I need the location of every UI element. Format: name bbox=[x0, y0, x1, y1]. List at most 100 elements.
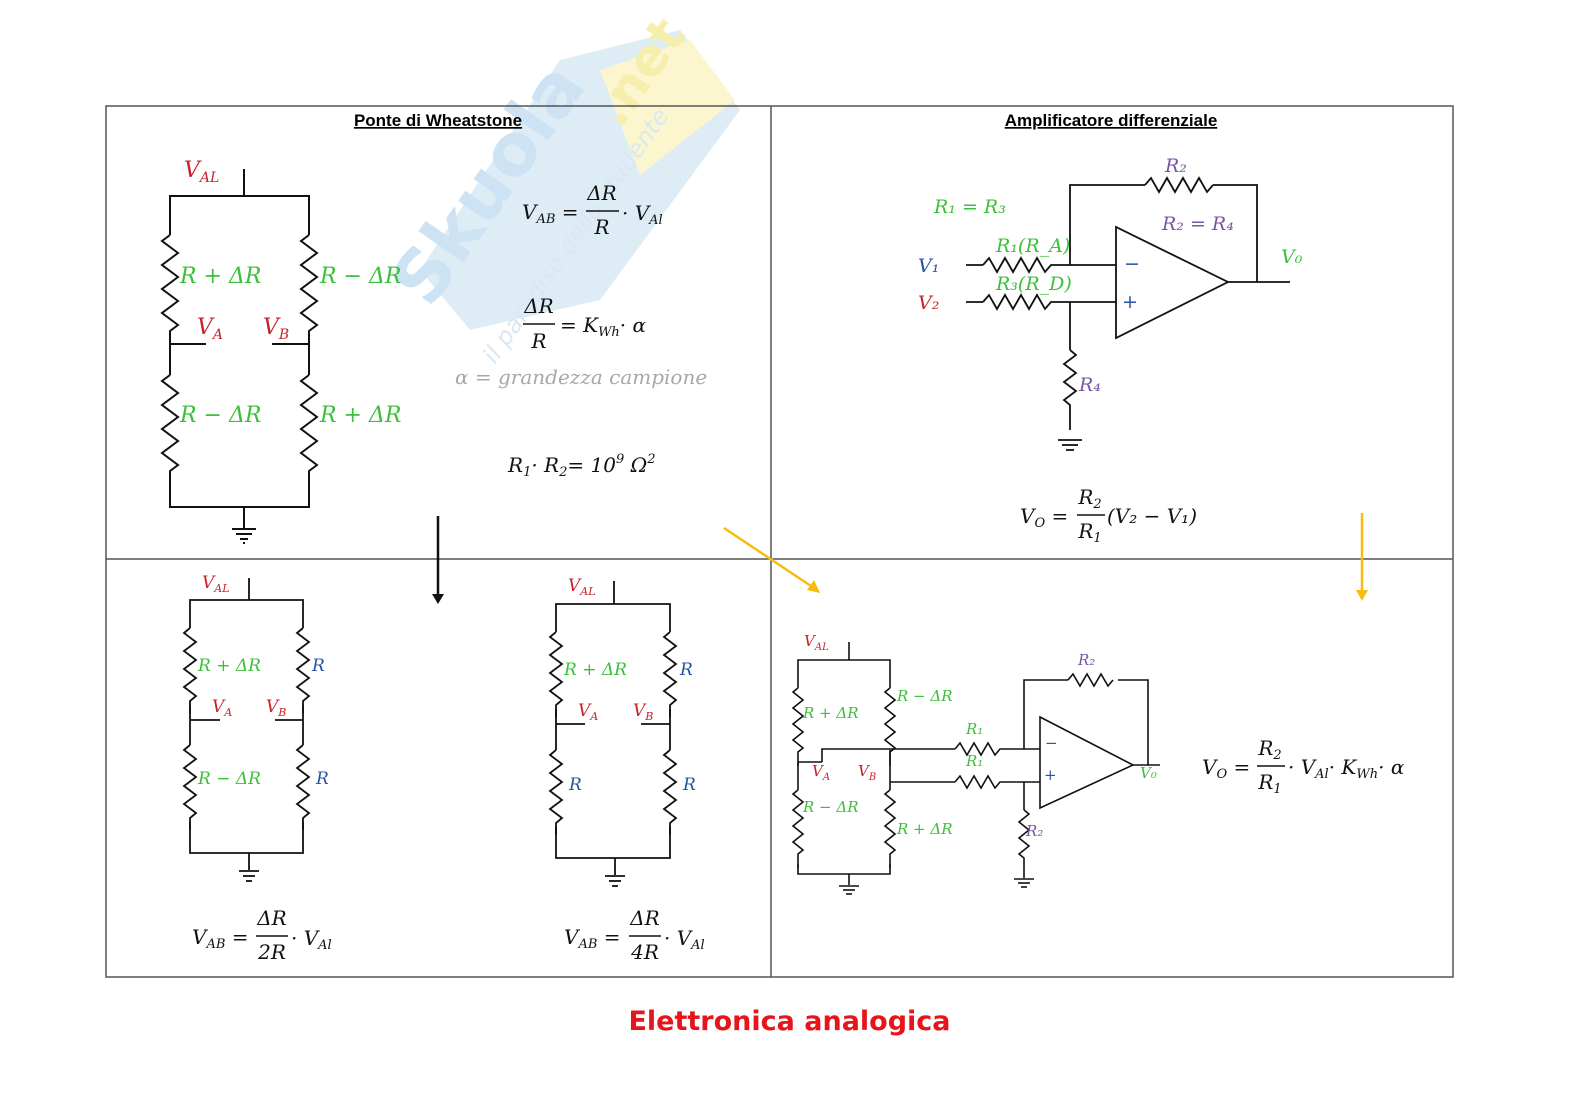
svg-text:= KWh· α: = KWh· α bbox=[560, 313, 647, 340]
label-v1: V₁ bbox=[918, 255, 939, 277]
resistor-br bbox=[299, 374, 319, 485]
eq-quarter-bridge: VAB = ΔR 4R · VAl bbox=[564, 906, 705, 964]
svg-text:4R: 4R bbox=[630, 940, 659, 964]
cb-label-r2-bottom: R₂ bbox=[1025, 822, 1043, 840]
svg-text:R2: R2 bbox=[1077, 485, 1101, 512]
svg-text:· VAl· KWh· α: · VAl· KWh· α bbox=[1288, 755, 1405, 782]
eq-r1r2: R1· R2= 109 Ω2 bbox=[507, 452, 656, 480]
diff-amp-title: Amplificatore differenziale bbox=[1005, 111, 1218, 130]
hb-label-r-bl: R − ΔR bbox=[197, 769, 261, 789]
opamp-triangle bbox=[1115, 225, 1231, 340]
svg-text:· VAl: · VAl bbox=[664, 926, 705, 953]
qb-label-r-tr: R bbox=[679, 660, 693, 680]
footer-title: Elettronica analogica bbox=[628, 1006, 951, 1037]
svg-text:· VAl: · VAl bbox=[622, 201, 663, 228]
watermark: Skuola .net il paradiso dello studente bbox=[375, 7, 740, 368]
eq-dr-over-r: ΔR R = KWh· α bbox=[523, 294, 647, 353]
qb-label-vb: VB bbox=[633, 701, 653, 723]
label-r1-ra: R₁(R_A) bbox=[995, 235, 1070, 257]
hb-label-va: VA bbox=[212, 697, 232, 719]
opamp-plus: + bbox=[1122, 291, 1138, 313]
cb-label-r-br: R + ΔR bbox=[896, 820, 953, 838]
eq-diff-amp: VO = R2 R1 (V₂ − V₁) bbox=[1020, 485, 1197, 546]
svg-text:R: R bbox=[593, 215, 609, 239]
label-r2: R₂ bbox=[1164, 155, 1187, 177]
cb-label-r-tr: R − ΔR bbox=[896, 687, 953, 705]
label-r-tr: R − ΔR bbox=[319, 264, 401, 289]
svg-text:VO =: VO = bbox=[1020, 504, 1068, 531]
resistor-r2 bbox=[1144, 176, 1214, 194]
hb-label-vb: VB bbox=[266, 697, 286, 719]
svg-text:R: R bbox=[530, 329, 546, 353]
label-r-bl: R − ΔR bbox=[179, 403, 261, 428]
cb-label-vb: VB bbox=[858, 762, 876, 783]
arrow-down-black bbox=[432, 516, 444, 604]
arrow-down-yellow bbox=[1356, 513, 1368, 601]
cb-label-va: VA bbox=[812, 762, 830, 783]
svg-text:ΔR: ΔR bbox=[629, 906, 660, 930]
diff-amp-circuit bbox=[966, 176, 1290, 451]
opamp-triangle-2 bbox=[1039, 715, 1135, 810]
qb-label-r-tl: R + ΔR bbox=[563, 660, 627, 680]
label-val: VAL bbox=[184, 158, 219, 186]
table-frame bbox=[105, 105, 1454, 978]
quarter-bridge bbox=[548, 581, 678, 887]
resistor-tl bbox=[160, 234, 180, 345]
cb-label-r-bl: R − ΔR bbox=[802, 798, 859, 816]
eq-combined: VO = R2 R1 · VAl· KWh· α bbox=[1202, 736, 1405, 797]
alpha-note: α = grandezza campione bbox=[455, 365, 707, 389]
resistor-tr bbox=[299, 234, 319, 345]
eq-vab: VAB = ΔR R · VAl bbox=[522, 181, 663, 239]
svg-text:VAB =: VAB = bbox=[564, 925, 621, 952]
label-v2: V₂ bbox=[918, 292, 939, 314]
wheatstone-bridge bbox=[160, 169, 319, 544]
qb-label-r-bl: R bbox=[568, 775, 582, 795]
combined-circuit bbox=[791, 642, 1160, 895]
qb-label-val: VAL bbox=[568, 576, 596, 598]
resistor-r3 bbox=[982, 293, 1059, 311]
label-r1-eq-r3: R₁ = R₃ bbox=[933, 196, 1006, 218]
svg-text:VAB =: VAB = bbox=[192, 925, 249, 952]
svg-text:R1: R1 bbox=[1077, 519, 1101, 546]
svg-text:· VAl: · VAl bbox=[291, 926, 332, 953]
qb-label-va: VA bbox=[578, 701, 598, 723]
resistor-r1 bbox=[982, 256, 1059, 274]
half-bridge bbox=[182, 578, 311, 882]
label-vb: VB bbox=[263, 315, 289, 343]
hb-label-r-br: R bbox=[315, 769, 329, 789]
cb-label-r1a: R₁ bbox=[965, 720, 983, 738]
svg-text:R2: R2 bbox=[1257, 736, 1281, 763]
label-r-br: R + ΔR bbox=[319, 403, 401, 428]
label-vo: V₀ bbox=[1281, 246, 1303, 268]
svg-text:VAB =: VAB = bbox=[522, 200, 579, 227]
cb-label-r1b: R₁ bbox=[965, 752, 983, 770]
svg-text:ΔR: ΔR bbox=[523, 294, 554, 318]
eq-half-bridge: VAB = ΔR 2R · VAl bbox=[192, 906, 332, 964]
watermark-shape-yellow bbox=[600, 40, 735, 175]
cb-label-val: VAL bbox=[804, 632, 829, 653]
cb-label-vo: V₀ bbox=[1140, 764, 1157, 782]
label-r-tl: R + ΔR bbox=[179, 264, 261, 289]
label-r3-rd: R₃(R_D) bbox=[995, 273, 1072, 295]
cb-opamp-plus: + bbox=[1044, 766, 1057, 784]
cb-label-r2-top: R₂ bbox=[1077, 651, 1095, 669]
opamp-minus: − bbox=[1124, 253, 1140, 275]
label-va: VA bbox=[197, 315, 223, 343]
resistor-bl bbox=[160, 374, 180, 485]
cb-label-r-tl: R + ΔR bbox=[802, 704, 859, 722]
svg-text:ΔR: ΔR bbox=[586, 181, 617, 205]
svg-text:ΔR: ΔR bbox=[256, 906, 287, 930]
svg-text:(V₂ − V₁): (V₂ − V₁) bbox=[1107, 504, 1197, 528]
wheatstone-title: Ponte di Wheatstone bbox=[354, 111, 522, 130]
svg-text:VO =: VO = bbox=[1202, 755, 1250, 782]
label-r2-eq-r4: R₂ = R₄ bbox=[1161, 213, 1234, 235]
label-r4: R₄ bbox=[1078, 374, 1101, 396]
cb-opamp-minus: − bbox=[1045, 734, 1058, 752]
hb-label-r-tr: R bbox=[311, 656, 325, 676]
hb-label-r-tl: R + ΔR bbox=[197, 656, 261, 676]
qb-label-r-br: R bbox=[682, 775, 696, 795]
svg-text:2R: 2R bbox=[257, 940, 286, 964]
arrow-diagonal-yellow bbox=[723, 526, 820, 593]
resistor-r4 bbox=[1062, 349, 1078, 430]
